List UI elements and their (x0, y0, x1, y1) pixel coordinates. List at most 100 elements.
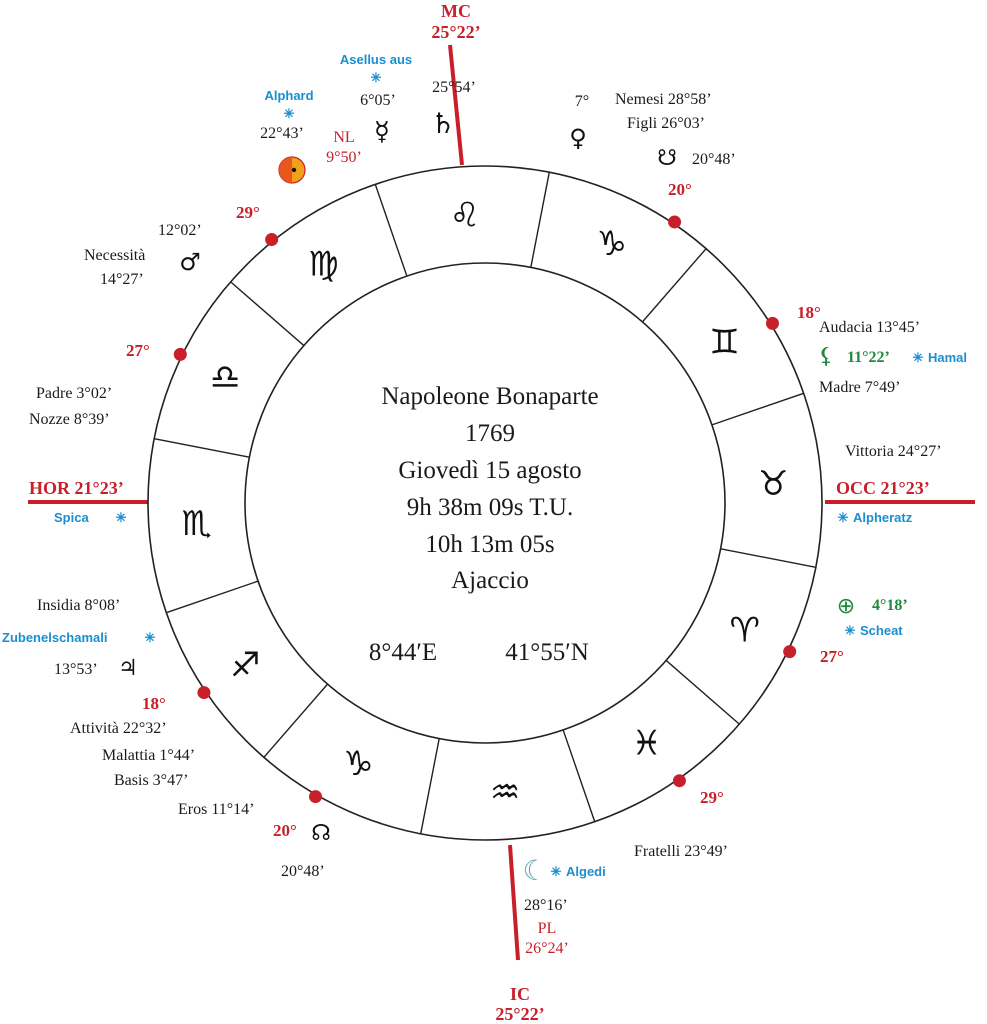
outer-ring (147, 165, 823, 841)
house-divider (641, 248, 707, 323)
house-divider (711, 392, 804, 426)
star-hamal-symbol: ✳ (913, 350, 924, 365)
moon-icon: ☾ (522, 854, 547, 887)
sign-sagittarius-icon: ♐ (230, 646, 260, 686)
star-zubenelschamali-symbol: ✳ (145, 630, 156, 645)
sun-icon (278, 156, 306, 184)
madre-label: Madre 7°49’ (819, 379, 900, 396)
star-zubenelschamali-name: Zubenelschamali (2, 630, 107, 645)
cusp-dot (765, 316, 779, 330)
vittoria-label: Vittoria 24°27’ (845, 443, 942, 460)
ic-degree: 25°22’ (495, 1004, 544, 1024)
occ-label: OCC 21°23’ (836, 478, 930, 498)
cusp-dot (668, 215, 682, 229)
star-asellus-symbol: ✳ (371, 70, 382, 85)
attivita-label: Attività 22°32’ (70, 720, 167, 737)
star-alphard-name: Alphard (264, 88, 313, 103)
cusp-dot (173, 347, 187, 361)
north-node-degree: 20°48’ (281, 863, 325, 880)
insidia-label: Insidia 8°08’ (37, 597, 120, 614)
star-algedi-symbol: ✳ (551, 864, 562, 879)
house-divider (166, 580, 259, 614)
mercury-degree: 6°05’ (360, 92, 396, 109)
cusp-label-top-left: 29° (236, 203, 260, 222)
cusp-label-left-upper: 27° (126, 341, 150, 360)
house-divider (154, 438, 250, 458)
ic-label: IC (510, 984, 530, 1004)
mc-axis-line (448, 44, 464, 166)
venus-icon: ♀ (569, 124, 587, 152)
cusp-label-top-right: 20° (668, 180, 692, 199)
star-spica-name: Spica (54, 510, 89, 525)
star-alpheratz-name: Alpheratz (853, 510, 913, 525)
sign-leo-icon: ♌ (450, 196, 480, 236)
native-name: Napoleone Bonaparte (381, 383, 598, 410)
lilith-icon: ⚸ (818, 344, 834, 369)
sign-taurus-icon: ♉ (758, 464, 788, 504)
sign-aries-icon: ♈ (730, 611, 760, 651)
inner-ring (244, 262, 726, 744)
audacia-label: Audacia 13°45’ (819, 319, 920, 336)
star-scheat-symbol: ✳ (845, 623, 856, 638)
cusp-dots (173, 215, 797, 804)
nemesi-label: Nemesi 28°58’ (615, 91, 712, 108)
pl-label: PL (538, 920, 557, 937)
moon-degree: 28°16’ (524, 897, 568, 914)
sign-aquarius-icon: ♒ (490, 772, 520, 812)
sign-glyphs: ♑ ♊ ♉ ♈ ♓ ♒ ♑ ♐ ♏ ♎ ♍ ♌ (181, 196, 788, 813)
north-node-icon: ☊ (311, 821, 331, 846)
birth-place: Ajaccio (451, 567, 529, 594)
house-divider (263, 683, 329, 758)
saturn-icon: ♄ (430, 107, 455, 140)
mars-degree: 12°02’ (158, 222, 202, 239)
star-asellus-name: Asellus aus (340, 52, 412, 67)
cusp-label-right-upper: 18° (797, 303, 821, 322)
house-dividers (154, 172, 816, 834)
nozze-label: Nozze 8°39’ (29, 411, 110, 428)
fratelli-label: Fratelli 23°49’ (634, 843, 728, 860)
padre-label: Padre 3°02’ (36, 385, 112, 402)
mc-label: MC (441, 1, 471, 21)
sign-scorpio-icon: ♏ (181, 504, 211, 544)
sign-capricorn-mc-icon: ♑ (596, 224, 626, 264)
jupiter-icon: ♃ (118, 656, 138, 681)
house-divider (374, 184, 408, 277)
latitude: 41°55′N (505, 639, 589, 666)
sign-gemini-icon: ♊ (709, 322, 739, 362)
cusp-label-right-lower: 27° (820, 647, 844, 666)
nl-label: NL (333, 129, 354, 146)
house-divider (720, 548, 816, 568)
south-node-icon: ☋ (657, 146, 677, 171)
eros-label: Eros 11°14’ (178, 801, 254, 818)
birth-date: Giovedì 15 agosto (398, 457, 581, 484)
saturn-degree: 25°54’ (432, 79, 476, 96)
mc-degree: 25°22’ (431, 22, 480, 42)
sign-libra-icon: ♎ (210, 357, 240, 397)
birth-time-local: 10h 13m 05s (425, 531, 554, 558)
jupiter-degree: 13°53’ (54, 661, 98, 678)
earth-icon: ⊕ (837, 594, 855, 619)
star-alphard-symbol: ✳ (284, 106, 295, 121)
hor-label: HOR 21°23’ (29, 478, 124, 498)
pl-degree: 26°24’ (525, 940, 569, 957)
house-divider (665, 659, 740, 725)
cusp-dot (672, 774, 686, 788)
lilith-degree: 11°22’ (847, 349, 890, 366)
nl-degree: 9°50’ (326, 149, 362, 166)
basis-label: Basis 3°47’ (114, 772, 188, 789)
malattia-label: Malattia 1°44’ (102, 747, 195, 764)
sign-capricorn-icon: ♑ (343, 744, 373, 784)
cusp-label-left-lower: 18° (142, 694, 166, 713)
star-alpheratz-symbol: ✳ (838, 510, 849, 525)
cusp-dot (265, 233, 279, 247)
sign-virgo-icon: ♍ (308, 244, 338, 284)
star-algedi-name: Algedi (566, 864, 606, 879)
sign-pisces-icon: ♓ (631, 724, 661, 764)
house-divider (562, 729, 596, 822)
necessita-label: Necessità (84, 247, 145, 264)
earth-degree: 4°18’ (872, 597, 908, 614)
mercury-icon: ☿ (374, 117, 390, 147)
necessita-degree: 14°27’ (100, 271, 144, 288)
alphard-degree: 22°43’ (260, 125, 304, 142)
south-node-degree: 20°48’ (692, 151, 736, 168)
